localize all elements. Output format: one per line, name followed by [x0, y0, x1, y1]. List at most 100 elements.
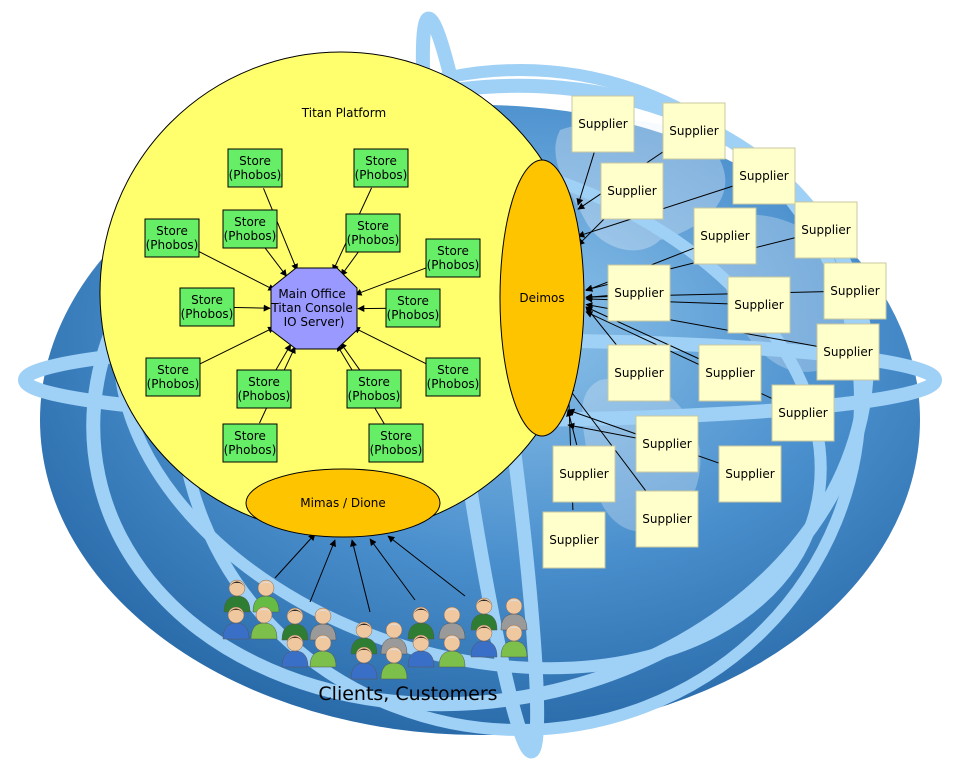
supplier-box [600, 162, 664, 220]
supplier-label: Supplier [578, 117, 628, 131]
mimas-dione-label: Mimas / Dione [300, 496, 386, 510]
store-node: Store(Phobos) [179, 287, 235, 327]
person-head [255, 606, 273, 624]
store-node: Store(Phobos) [353, 148, 409, 188]
person-head [385, 646, 403, 664]
supplier-label: Supplier [734, 298, 784, 312]
store-label-line-1: Store [157, 363, 189, 377]
store-label-line-2: (Phobos) [146, 238, 199, 252]
store-label-line-2: (Phobos) [355, 168, 408, 182]
store-node: Store(Phobos) [145, 357, 201, 397]
store-label-line-2: (Phobos) [387, 308, 440, 322]
supplier-label: Supplier [669, 124, 719, 138]
person-head [385, 621, 403, 639]
store-node: Store(Phobos) [346, 369, 402, 409]
person-icon [309, 634, 337, 668]
supplier-label: Supplier [725, 467, 775, 481]
store-node: Store(Phobos) [222, 209, 278, 249]
person-hair [287, 609, 303, 615]
supplier-box [698, 344, 762, 402]
person-head [286, 634, 304, 652]
person-head [314, 634, 332, 652]
store-arrow [263, 245, 287, 277]
person-head [257, 579, 275, 597]
store-arrow [191, 247, 276, 291]
person-hair [229, 581, 245, 587]
store-label-line-1: Store [191, 293, 223, 307]
person-hair [506, 626, 522, 632]
client-arrow [387, 535, 466, 597]
store-label-line-2: (Phobos) [224, 229, 277, 243]
supplier-label: Supplier [700, 229, 750, 243]
supplier-box [635, 415, 699, 473]
supplier-node: Supplier [635, 490, 699, 548]
store-label-line-1: Store [437, 363, 469, 377]
store-label-line-1: Store [234, 429, 266, 443]
person-hair [287, 636, 303, 642]
deimos-node [499, 159, 585, 437]
supplier-label: Supplier [801, 223, 851, 237]
store-node: Store(Phobos) [385, 288, 441, 328]
store-label-line-2: (Phobos) [370, 443, 423, 457]
store-label-line-1: Store [248, 375, 280, 389]
supplier-node: Supplier [542, 511, 606, 569]
person-head [443, 634, 461, 652]
client-arrow [350, 539, 371, 613]
store-box [222, 209, 278, 249]
store-label-line-2: (Phobos) [427, 258, 480, 272]
person-head [505, 624, 523, 642]
person-hair [476, 626, 492, 632]
store-arrow [340, 250, 360, 277]
supplier-node: Supplier [727, 276, 791, 334]
person-hair [413, 608, 429, 614]
client-arrow [274, 533, 316, 579]
person-head [443, 606, 461, 624]
client-arrow [369, 538, 416, 601]
supplier-label: Supplier [739, 169, 789, 183]
person-icon [407, 606, 435, 640]
person-hair [444, 608, 460, 614]
person-head [475, 624, 493, 642]
client-arrows [274, 533, 466, 613]
store-label-line-2: (Phobos) [147, 377, 200, 391]
supplier-box [571, 95, 635, 153]
person-head [314, 607, 332, 625]
store-box [179, 287, 235, 327]
person-icon [380, 646, 408, 680]
person-hair [315, 636, 331, 642]
supplier-arrow [576, 152, 595, 206]
person-icon [407, 634, 435, 668]
mimas-dione-node [245, 468, 441, 538]
supplier-label: Supplier [614, 286, 664, 300]
store-node: Store(Phobos) [227, 148, 283, 188]
person-hair [386, 623, 402, 629]
person-hair [356, 648, 372, 654]
supplier-box [607, 264, 671, 322]
store-label-line-2: (Phobos) [348, 389, 401, 403]
store-box [222, 423, 278, 463]
client-arrow [309, 539, 336, 603]
store-node: Store(Phobos) [425, 357, 481, 397]
person-head [227, 606, 245, 624]
person-icon [470, 597, 498, 631]
supplier-label: Supplier [705, 366, 755, 380]
supplier-label: Supplier [778, 406, 828, 420]
person-hair [506, 599, 522, 605]
person-icon [500, 597, 528, 631]
supplier-node: Supplier [816, 323, 880, 381]
store-box [353, 148, 409, 188]
supplier-box [823, 262, 887, 320]
supplier-node: Supplier [600, 162, 664, 220]
person-head [475, 597, 493, 615]
person-icon [281, 634, 309, 668]
store-node: Store(Phobos) [345, 213, 401, 253]
store-label-line-1: Store [156, 224, 188, 238]
store-label-line-2: (Phobos) [224, 443, 277, 457]
supplier-node: Supplier [732, 147, 796, 205]
person-hair [386, 648, 402, 654]
store-box [425, 357, 481, 397]
store-label-line-2: (Phobos) [181, 307, 234, 321]
main-office-node [270, 267, 358, 350]
store-node: Store(Phobos) [425, 238, 481, 278]
